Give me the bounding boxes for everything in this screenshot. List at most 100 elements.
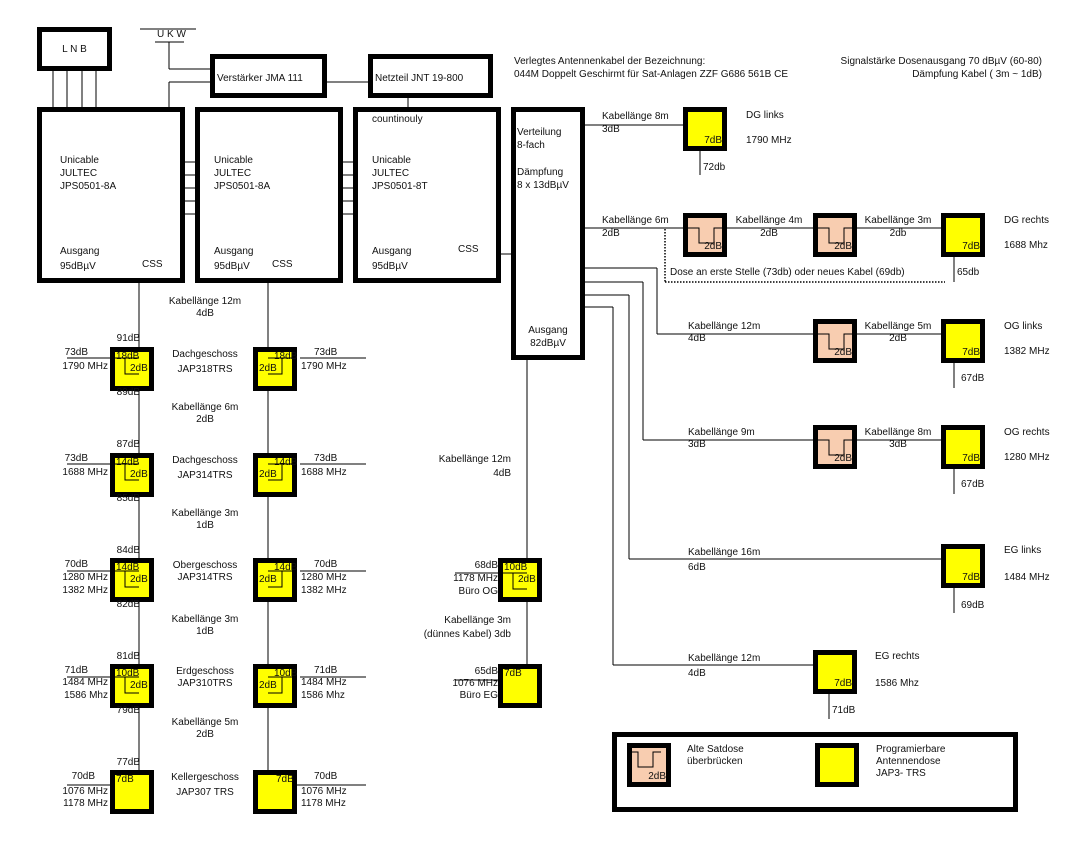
socket-floor4-left: 7dB [110,770,154,814]
socket-office-eg: 7dB [498,664,542,708]
socket-og-links: 7dB [941,319,985,363]
ms3-line2: JULTEC [372,168,410,179]
lnb-box: L N B [37,27,112,71]
splitter-line4: 8 x 13dBµV [517,180,569,191]
floor4-rlevel: 70dB [314,771,338,782]
lnb-label: L N B [62,44,87,55]
og-rechts-freq: 1280 MHz [1004,452,1050,463]
power-supply-box: Netzteil JNT 19-800 [368,54,493,98]
old-socket-og-rechts: 2dB [813,425,857,469]
og-links-freq: 1382 MHz [1004,346,1050,357]
floor3-out: 79dB [116,705,140,716]
floor1-in: 87dB [116,439,140,450]
floor2-in: 84dB [116,545,140,556]
floor4-freq-2: 1178 MHz [63,798,108,809]
ms2-out-label: Ausgang [214,246,254,257]
dg-rechts-level: 65db [957,267,980,278]
ms3-line1: Unicable [372,155,411,166]
floor3-in: 81dB [116,651,140,662]
floor0-freq: 1790 MHz [62,361,108,372]
splitter-out-label: Ausgang [528,325,568,336]
floor4-rfreq-1: 1076 MHz [301,786,347,797]
dg-rechts-note: Dose an erste Stelle (73db) oder neues K… [670,267,905,278]
floor2-level: 70dB [64,559,88,570]
floor2-rlevel: 70dB [314,559,338,570]
splitter-line1: Verteilung [517,127,562,138]
socket-floor1-right: 14dB 2dB [253,453,297,497]
socket-og-rechts: 7dB [941,425,985,469]
socket-office-og: 10dB 2dB [498,558,542,602]
floor1-rlevel: 73dB [314,453,338,464]
floor4-rfreq-2: 1178 MHz [301,798,346,809]
ms2-line3: JPS0501-8A [214,181,271,192]
floor2-rfreq-2: 1382 MHz [301,585,347,596]
amplifier-label: Verstärker JMA 111 [217,73,303,84]
socket-floor2-right: 14dB 2dB [253,558,297,602]
og-links-level: 67dB [961,373,985,384]
ms1-out-label: Ausgang [60,246,100,257]
dg-links-name: DG links [746,110,784,121]
splitter-out-value: 82dBµV [530,338,566,349]
ukw-label: U K W [157,29,186,40]
power-mode-label: countinouly [372,114,423,125]
legend-old-socket-icon: 2dB [627,743,671,787]
ms1-line2: JULTEC [60,168,98,179]
ms2-css: CSS [272,259,293,270]
eg-links-level: 69dB [961,600,985,611]
floor3-rlevel: 71dB [314,665,338,676]
og-rechts-name: OG rechts [1004,427,1050,438]
socket-floor2-left: 14dB 2dB [110,558,154,602]
floor0-level: 73dB [64,347,88,358]
dg-rechts-freq: 1688 Mhz [1004,240,1048,251]
office-cable-2: Kabellänge 3m(dünnes Kabel) 3db [423,615,511,640]
socket-dg-links: 7dB [683,107,727,151]
ms2-out-value: 95dBµV [214,261,250,272]
ms1-css: CSS [142,259,163,270]
floor0-rlevel: 73dB [314,347,338,358]
power-supply-label: Netzteil JNT 19-800 [375,73,464,84]
ms3-out-label: Ausgang [372,246,412,257]
socket-dg-rechts: 7dB [941,213,985,257]
ms3-line3: JPS0501-8T [372,181,428,192]
office-og-freq: 1178 MHz [453,573,498,584]
floor3-level: 71dB [64,665,88,676]
socket-floor4-right: 7dB [253,770,297,814]
socket-floor0-right: 18dB 2dB [253,347,297,391]
og-links-name: OG links [1004,321,1043,332]
ms2-line2: JULTEC [214,168,252,179]
signal-note: Signalstärke Dosenausgang 70 dBµV (60-80… [840,56,1042,67]
floor4-in: 77dB [116,757,140,768]
floor0-in: 91dB [116,333,140,344]
floor4-freq-1: 1076 MHz [62,786,108,797]
socket-floor1-left: 14dB 2dB [110,453,154,497]
floor1-level: 73dB [64,453,88,464]
floor4-level: 70dB [71,771,95,782]
dg-rechts-name: DG rechts [1004,215,1050,226]
eg-rechts-level: 71dB [832,705,856,716]
floor3-freq-2: 1586 Mhz [64,690,108,701]
socket-eg-rechts: 7dB [813,650,857,694]
eg-links-freq: 1484 MHz [1004,572,1050,583]
floor2-out: 82dB [116,599,140,610]
